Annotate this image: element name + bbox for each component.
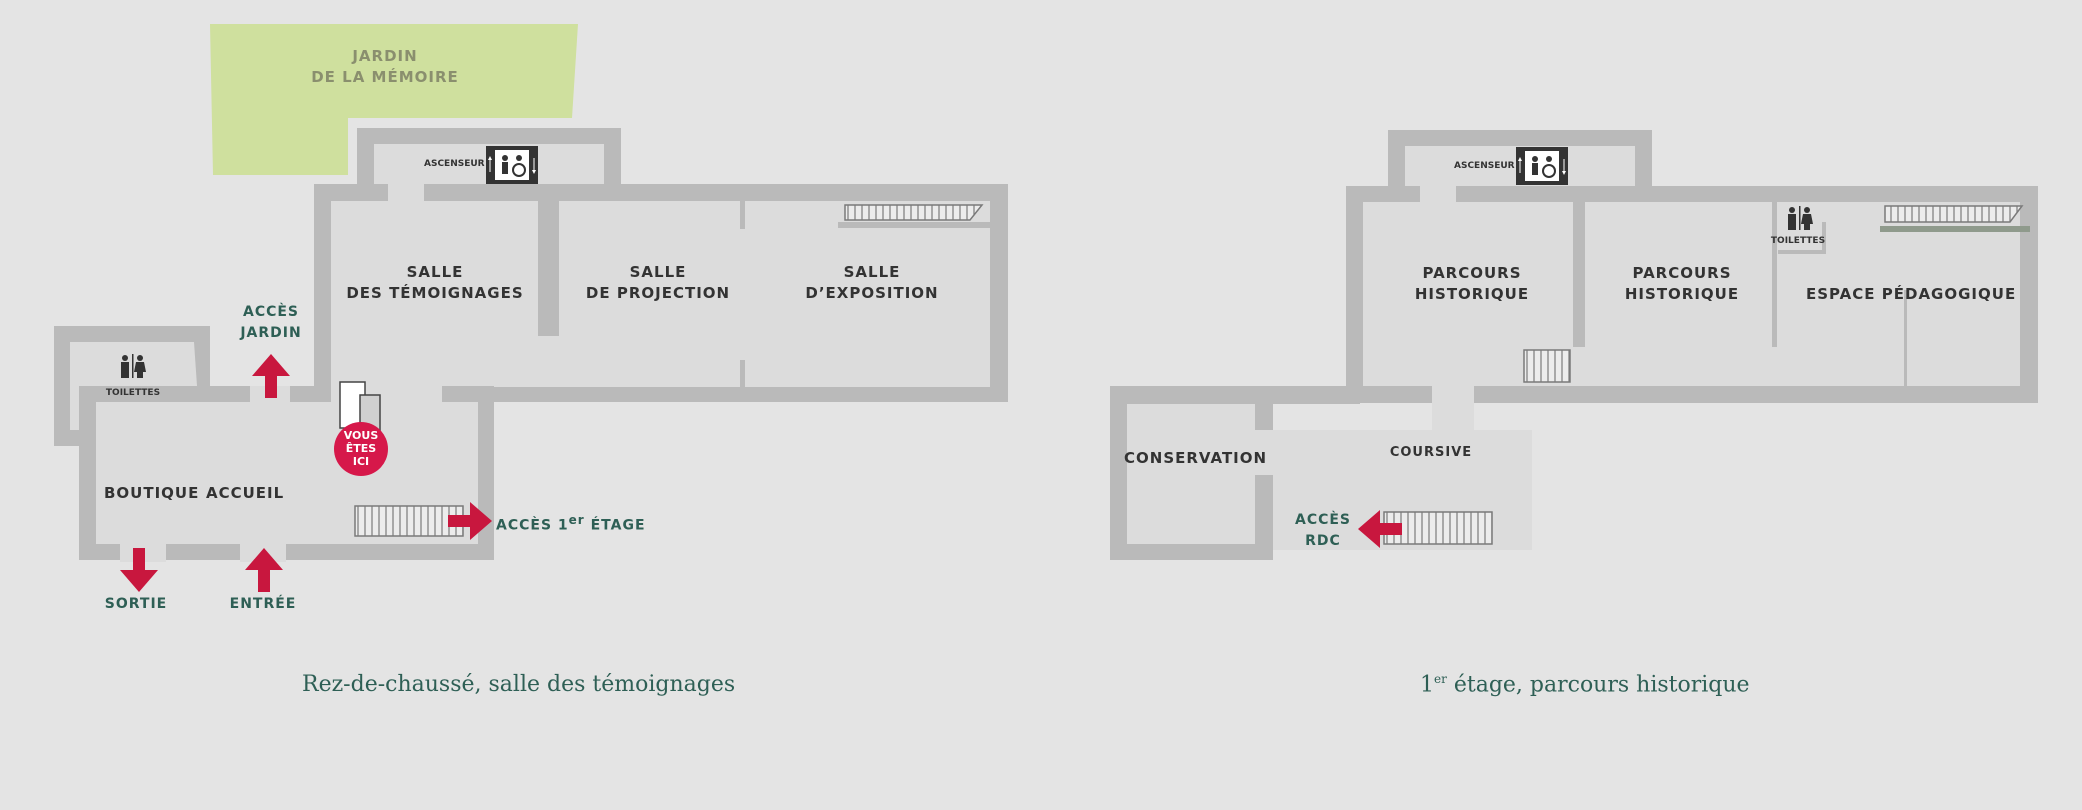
- access-garden-label: ACCÈS JARDIN: [240, 304, 302, 341]
- ground-floor-plan: [54, 24, 1008, 592]
- room-salle-projection: SALLE DE PROJECTION: [585, 263, 731, 302]
- stairs-icon: [1523, 349, 1571, 383]
- room-salle-exposition: SALLE D’EXPOSITION: [805, 263, 939, 302]
- first-floor-caption: 1er étage, parcours historique: [1420, 672, 1750, 698]
- elevator-label: ASCENSEUR: [1454, 161, 1515, 171]
- toilets-label: TOILETTES: [105, 388, 161, 398]
- ground-floor-caption: Rez-de-chaussé, salle des témoignages: [302, 672, 736, 697]
- room-salle-temoignages: SALLE DES TÉMOIGNAGES: [346, 263, 524, 302]
- garden-label: JARDIN DE LA MÉMOIRE: [311, 47, 459, 86]
- exit-label: SORTIE: [104, 596, 168, 612]
- room-parcours-historique-2: PARCOURS HISTORIQUE: [1624, 264, 1740, 303]
- elevator-icon: [486, 146, 538, 184]
- room-coursive: COURSIVE: [1389, 445, 1473, 460]
- first-floor-plan: [1110, 130, 2038, 560]
- elevator-icon: [1516, 147, 1568, 185]
- garden-area: [210, 24, 578, 175]
- toilets-icon: [1788, 206, 1813, 230]
- access-first-floor-label: ACCÈS 1er ÉTAGE: [496, 513, 646, 534]
- entry-label: ENTRÉE: [229, 596, 297, 612]
- room-parcours-historique-1: PARCOURS HISTORIQUE: [1414, 264, 1530, 303]
- stairs-icon: [844, 204, 984, 221]
- room-boutique: BOUTIQUE: [104, 484, 200, 502]
- stairs-icon: [354, 505, 464, 537]
- room-espace-pedagogique: ESPACE PÉDAGOGIQUE: [1806, 285, 2017, 303]
- toilets-label: TOILETTES: [1770, 236, 1826, 246]
- toilets-icon: [121, 354, 146, 378]
- stairs-icon: [1884, 205, 2024, 223]
- you-are-here-marker: [334, 381, 388, 476]
- you-are-here-label: VOUS ÊTES ICI: [343, 429, 379, 468]
- room-conservation: CONSERVATION: [1124, 449, 1268, 467]
- elevator-label: ASCENSEUR: [424, 159, 485, 169]
- room-accueil: ACCUEIL: [206, 484, 285, 502]
- access-rdc-label: ACCÈS RDC: [1294, 512, 1352, 549]
